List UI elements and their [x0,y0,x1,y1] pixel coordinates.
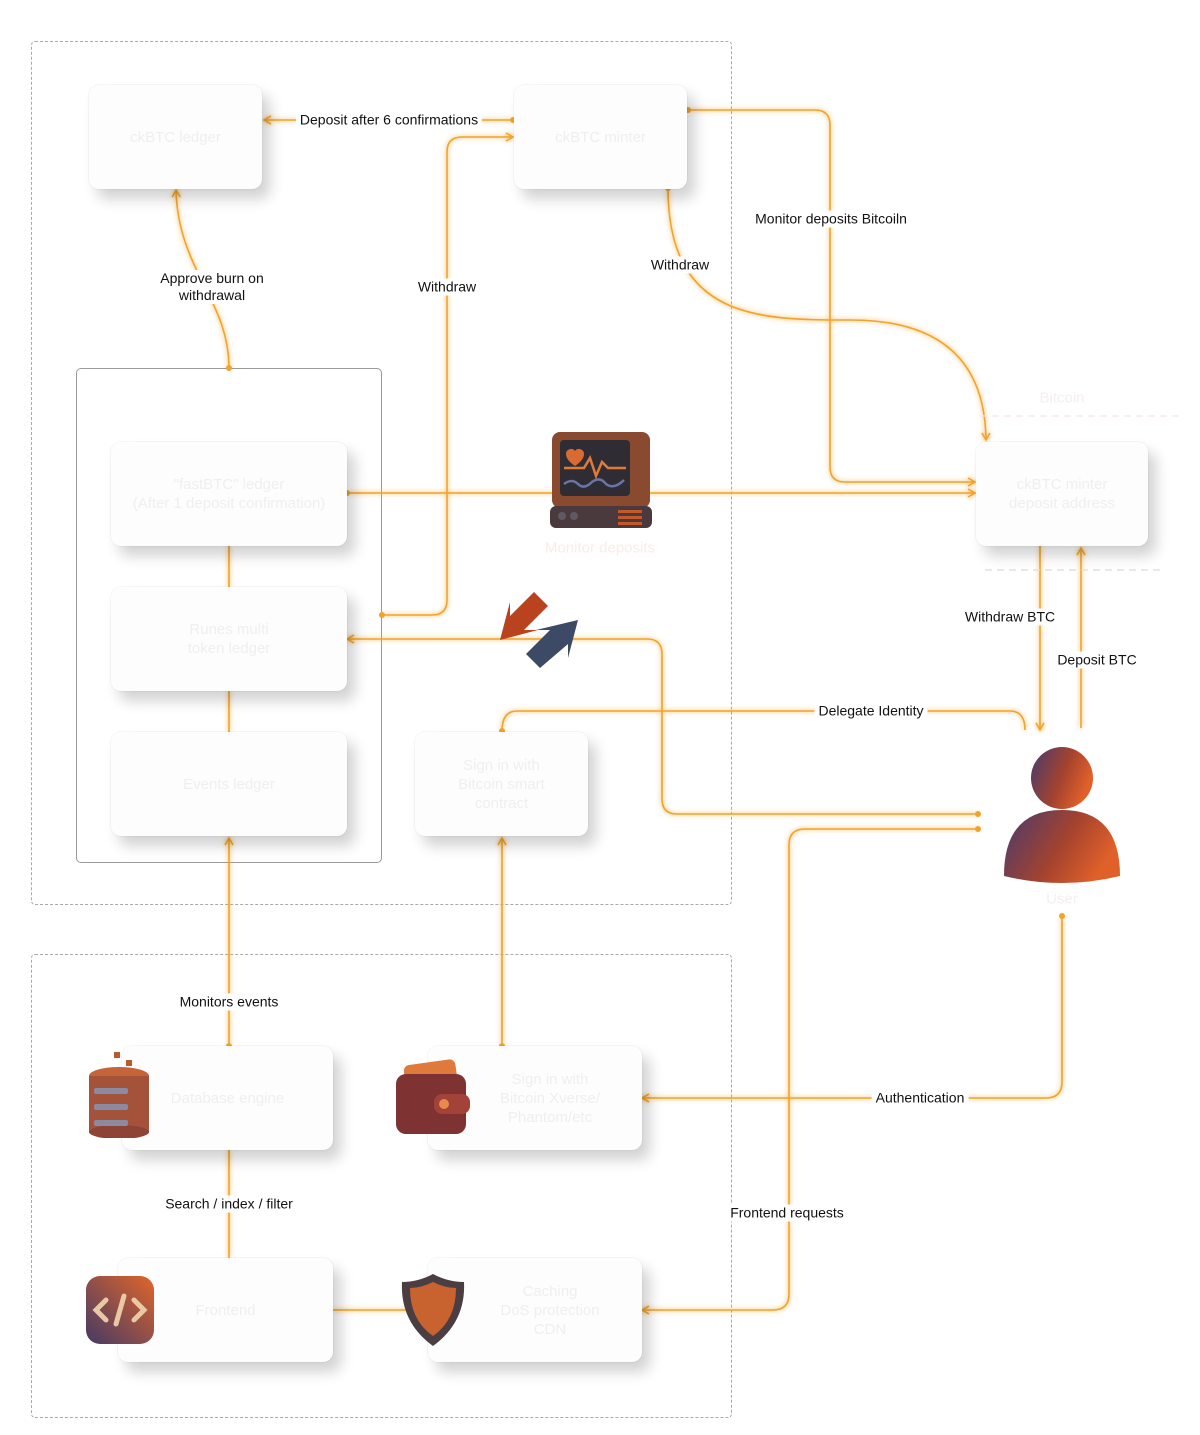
fastbtc-ledger-node[interactable]: "fastBTC" ledger (After 1 deposit confir… [111,442,347,546]
edge-label-monitors-events: Monitors events [175,993,283,1011]
database-engine-label: Database engine [170,1089,285,1107]
heart-monitor-icon [550,432,652,528]
shield-icon [401,1274,465,1346]
runes-ledger-label: Runes multi token ledger [187,621,271,657]
edge-withdraw-left [382,132,515,616]
siwb-contract-label: Sign in with Bitcoin smart contract [458,756,545,812]
bitcoin-caption: Bitcoin [1039,389,1085,407]
siwb-wallet-label: Sign in with Bitcoin Xverse/ Phantom/etc [499,1070,601,1126]
edge-withdraw-right [667,187,991,442]
edge-label-withdraw-right: Withdraw [646,256,714,274]
fastbtc-ledger-label: "fastBTC" ledger (After 1 deposit confir… [132,476,326,512]
user-caption: User [1046,890,1078,908]
edge-label-withdraw-left: Withdraw [413,278,481,296]
edge-label-search-index-filter: Search / index / filter [161,1195,297,1213]
deposit-address-node[interactable]: ckBTC minter deposit address [976,442,1148,546]
frontend-label: Frontend [195,1301,256,1319]
edge-user-runes [345,634,978,815]
database-engine-node[interactable]: Database engine [122,1046,333,1150]
edge-label-withdraw-btc: Withdraw BTC [960,608,1060,626]
edge-label-authentication: Authentication [871,1089,969,1107]
monitor-deposits-caption: Monitor deposits [544,539,656,557]
runes-ledger-node[interactable]: Runes multi token ledger [111,587,347,691]
edge-label-monitor-deposits-bitcoin: Monitor deposits Bitcoiln [751,210,911,228]
edge-label-deposit-btc: Deposit BTC [1053,651,1141,669]
deposit-address-label: ckBTC minter deposit address [1009,476,1115,512]
events-ledger-node[interactable]: Events ledger [111,732,347,836]
wallet-icon [396,1059,470,1134]
ckbtc-ledger-node[interactable]: ckBTC ledger [89,85,262,189]
code-icon [86,1276,154,1344]
edge-monitor-deposits-bitcoin [688,109,977,487]
edge-frontend-requests [640,828,978,1315]
edge-label-frontend-requests: Frontend requests [726,1204,848,1222]
events-ledger-label: Events ledger [183,775,275,793]
edge-delegate-identity [501,710,1026,732]
edge-label-approve-burn: Approve burn on withdrawal [156,270,268,304]
caching-label: Caching DoS protection CDN [500,1282,600,1338]
offchain-group [31,954,732,1418]
siwb-contract-node[interactable]: Sign in with Bitcoin smart contract [415,732,588,836]
ckbtc-minter-node[interactable]: ckBTC minter [514,85,687,189]
edge-label-deposit-after-6: Deposit after 6 confirmations [295,111,483,129]
edge-authentication [640,916,1063,1103]
user-icon [1004,747,1120,883]
swap-arrows-icon [500,592,578,668]
ckbtc-minter-label: ckBTC minter [555,128,646,146]
caching-node[interactable]: Caching DoS protection CDN [428,1258,642,1362]
canister-group [31,41,732,905]
database-icon [89,1052,149,1138]
ckbtc-ledger-label: ckBTC ledger [130,128,221,146]
edge-label-delegate-identity: Delegate Identity [814,702,928,720]
